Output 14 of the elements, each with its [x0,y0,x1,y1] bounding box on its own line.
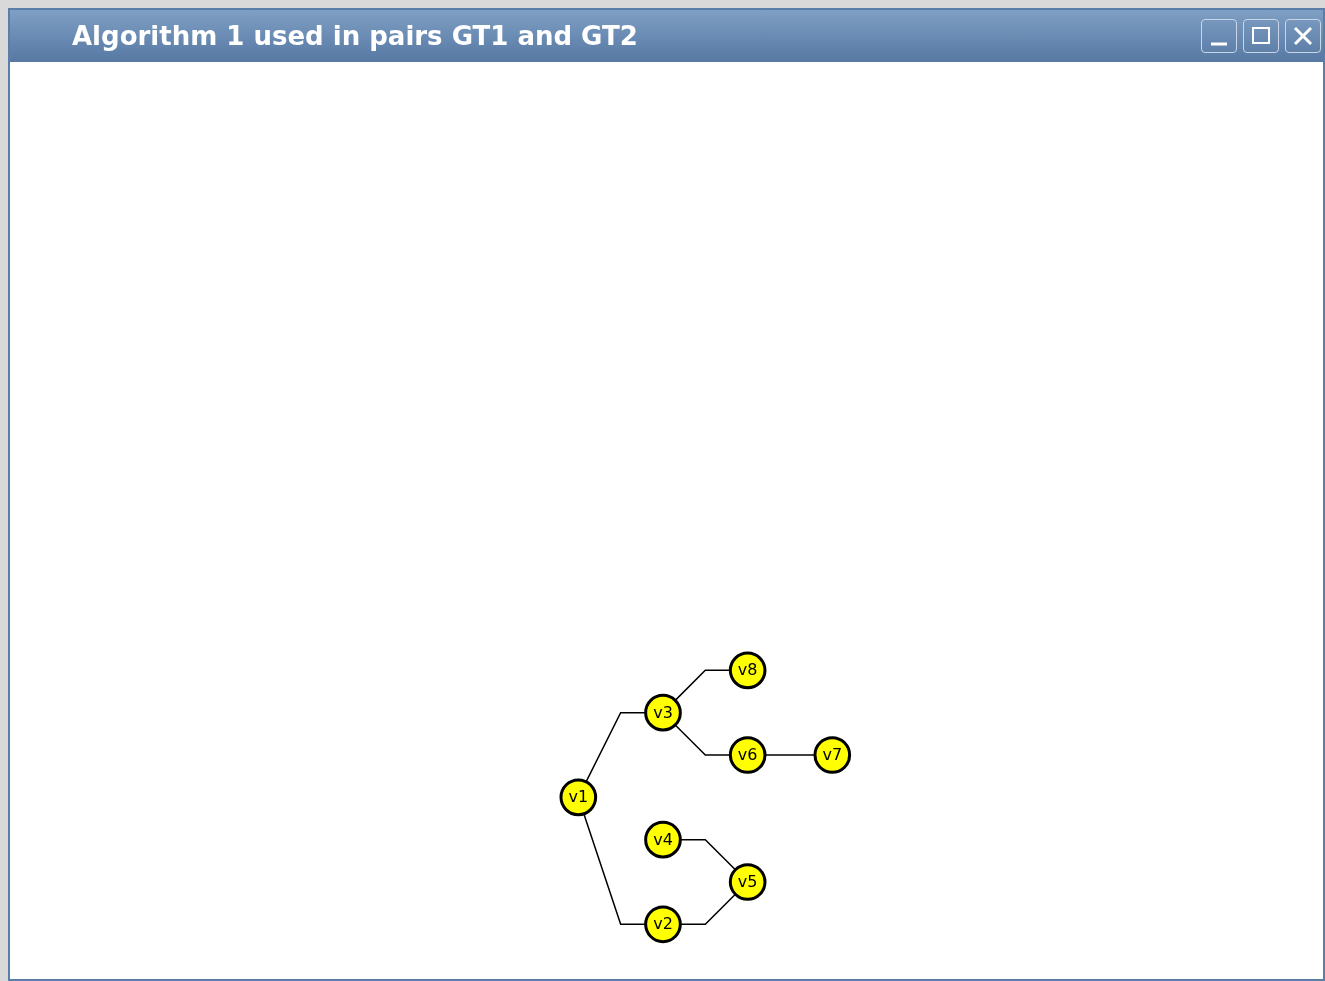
node-circle [643,905,682,944]
node-circle [643,694,682,732]
connector [679,893,736,926]
node-circle [813,736,851,775]
node-circle [728,651,767,690]
window-title: Algorithm 1 used in pairs GT1 and GT2 [72,21,638,51]
node-circle [643,821,682,859]
connector [679,839,736,871]
connector [674,669,731,702]
node-circle [728,863,767,902]
node-circle [559,778,597,817]
window-frame: Algorithm 1 used in pairs GT1 and GT2 v8 v3 v6 v7 v1 v4 v5 v2 [8,8,1325,981]
node-circle [728,736,767,775]
connector [674,724,731,757]
